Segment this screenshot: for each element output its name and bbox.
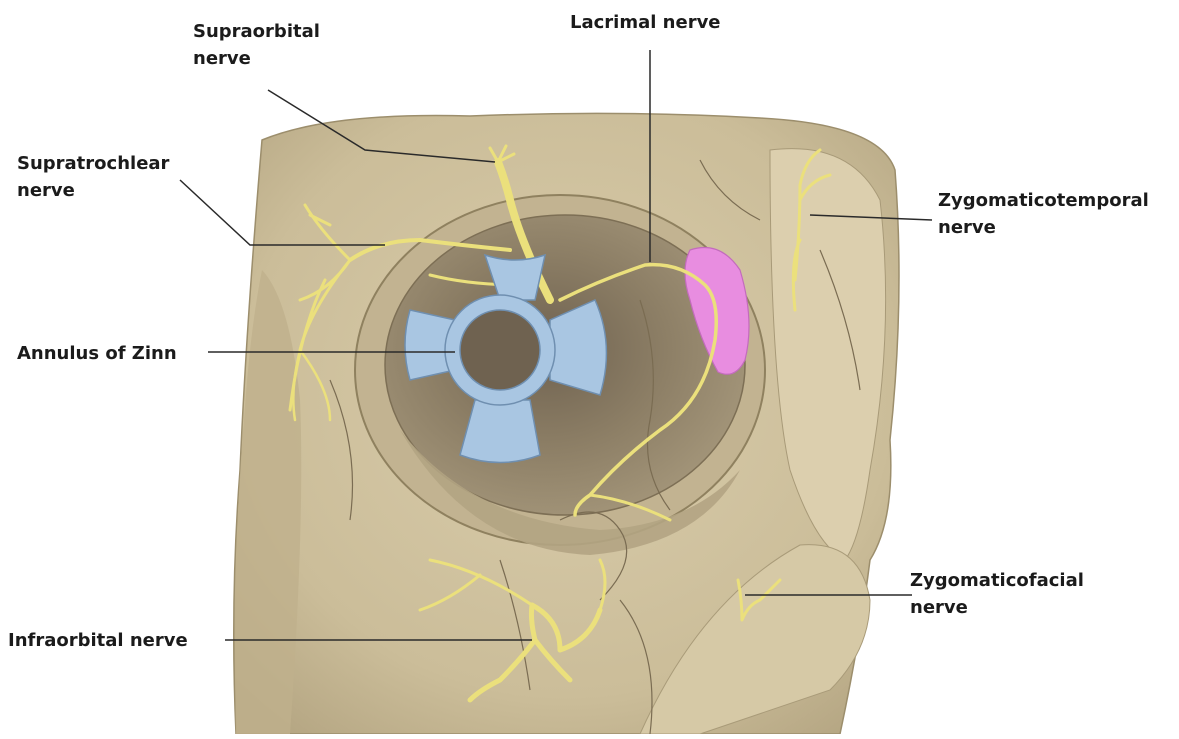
label-infraorbital-line1: Infraorbital nerve — [8, 627, 188, 654]
label-zygomaticofacial: Zygomaticofacial nerve — [910, 567, 1084, 621]
label-zygomaticotemporal: Zygomaticotemporal nerve — [938, 187, 1149, 241]
label-zygomaticotemporal-line1: Zygomaticotemporal — [938, 187, 1149, 214]
label-zygomaticofacial-line1: Zygomaticofacial — [910, 567, 1084, 594]
label-annulus: Annulus of Zinn — [17, 340, 177, 367]
label-supratrochlear-line2: nerve — [17, 177, 169, 204]
label-supratrochlear-line1: Supratrochlear — [17, 150, 169, 177]
label-supratrochlear: Supratrochlear nerve — [17, 150, 169, 204]
label-zygomaticotemporal-line2: nerve — [938, 214, 1149, 241]
label-supraorbital: Supraorbital nerve — [193, 18, 320, 72]
label-supraorbital-line2: nerve — [193, 45, 320, 72]
label-infraorbital: Infraorbital nerve — [8, 627, 188, 654]
label-lacrimal-line1: Lacrimal nerve — [570, 9, 721, 36]
label-lacrimal: Lacrimal nerve — [570, 9, 721, 36]
label-supraorbital-line1: Supraorbital — [193, 18, 320, 45]
label-zygomaticofacial-line2: nerve — [910, 594, 1084, 621]
label-annulus-line1: Annulus of Zinn — [17, 340, 177, 367]
